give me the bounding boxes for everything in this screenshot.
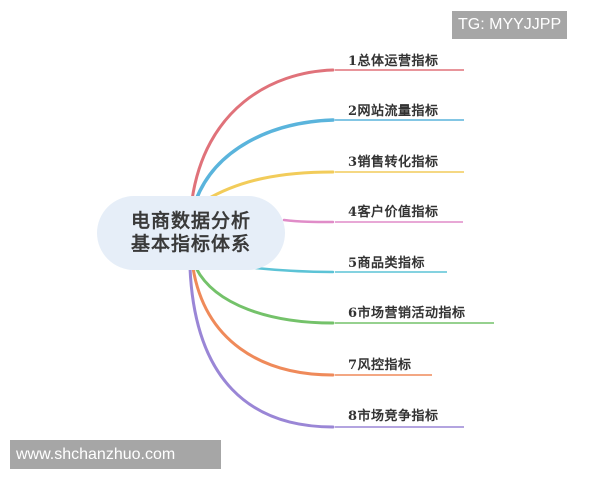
branch-3-label: 3销售转化指标 xyxy=(348,155,439,170)
watermark-bottom: www.shchanzhuo.com xyxy=(10,440,221,469)
branch-7-label: 7风控指标 xyxy=(348,358,412,373)
watermark-top: TG: MYYJJPP xyxy=(452,11,568,39)
central-topic-line-1: 电商数据分析 xyxy=(130,210,251,232)
branch-6-label: 6市场营销活动指标 xyxy=(348,306,466,321)
central-topic-node: 电商数据分析 基本指标体系 xyxy=(97,196,285,270)
branch-6-connector xyxy=(194,266,335,325)
branch-1-connector xyxy=(190,68,335,202)
branch-2-connector xyxy=(194,118,335,202)
central-topic-line-2: 基本指标体系 xyxy=(130,233,251,255)
branch-8-connector xyxy=(188,266,335,429)
branch-4-label: 4客户价值指标 xyxy=(348,205,439,220)
branch-2-label: 2网站流量指标 xyxy=(348,104,439,119)
branch-3-connector xyxy=(204,170,335,202)
branch-5-label: 5商品类指标 xyxy=(348,256,426,271)
branch-8-label: 8市场竞争指标 xyxy=(348,409,439,424)
branch-5-connector xyxy=(253,266,335,274)
branch-4-connector xyxy=(282,218,335,224)
branch-1-label: 1总体运营指标 xyxy=(348,54,439,69)
branch-7-connector xyxy=(191,266,335,377)
